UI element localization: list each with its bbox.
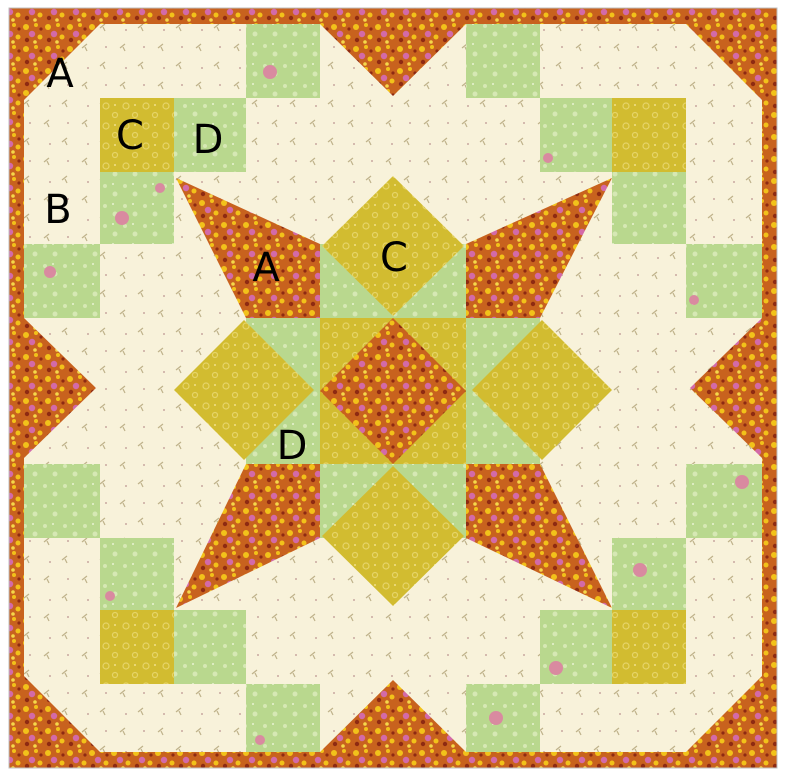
label-a-star: A [252,245,280,291]
label-a-corner: A [46,51,74,97]
label-d-corner: D [193,117,224,163]
label-b-corner: B [44,187,71,233]
label-d-center: D [277,423,308,469]
label-c-corner: C [116,113,144,159]
label-c-center: C [380,235,408,281]
